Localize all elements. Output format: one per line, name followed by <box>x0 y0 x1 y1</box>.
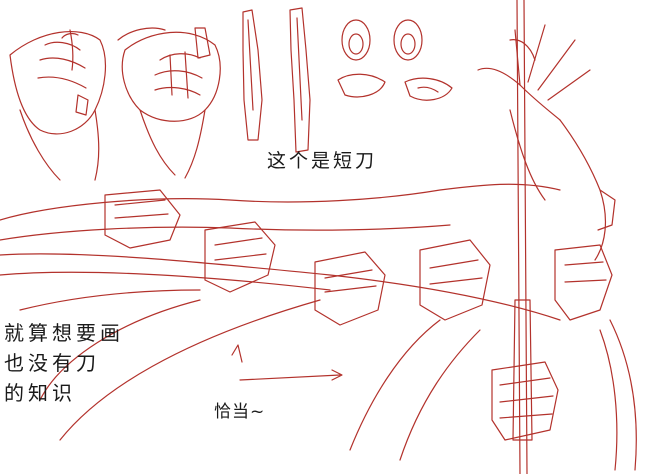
vertical-blade <box>512 0 533 474</box>
handle-studies <box>242 7 311 153</box>
fingertip-studies <box>337 19 453 101</box>
note-left-line-1: 就算想要画 <box>4 321 124 345</box>
note-left-block: 就算想要画 也没有刀 的知识 <box>4 318 124 408</box>
note-left-line-2: 也没有刀 <box>4 351 100 375</box>
bottom-fist <box>491 361 559 441</box>
note-apt: 恰当~ <box>214 402 266 422</box>
arm-fist-sword <box>0 183 561 321</box>
open-hand <box>477 24 616 261</box>
fist-study-2 <box>117 27 221 179</box>
arrow-marker <box>231 344 343 381</box>
mid-fists <box>204 221 613 326</box>
note-short-knife: 这个是短刀 <box>267 150 378 172</box>
fist-study-1 <box>9 29 106 181</box>
note-left-line-3: 的知识 <box>4 381 76 405</box>
curved-blades <box>19 289 637 471</box>
